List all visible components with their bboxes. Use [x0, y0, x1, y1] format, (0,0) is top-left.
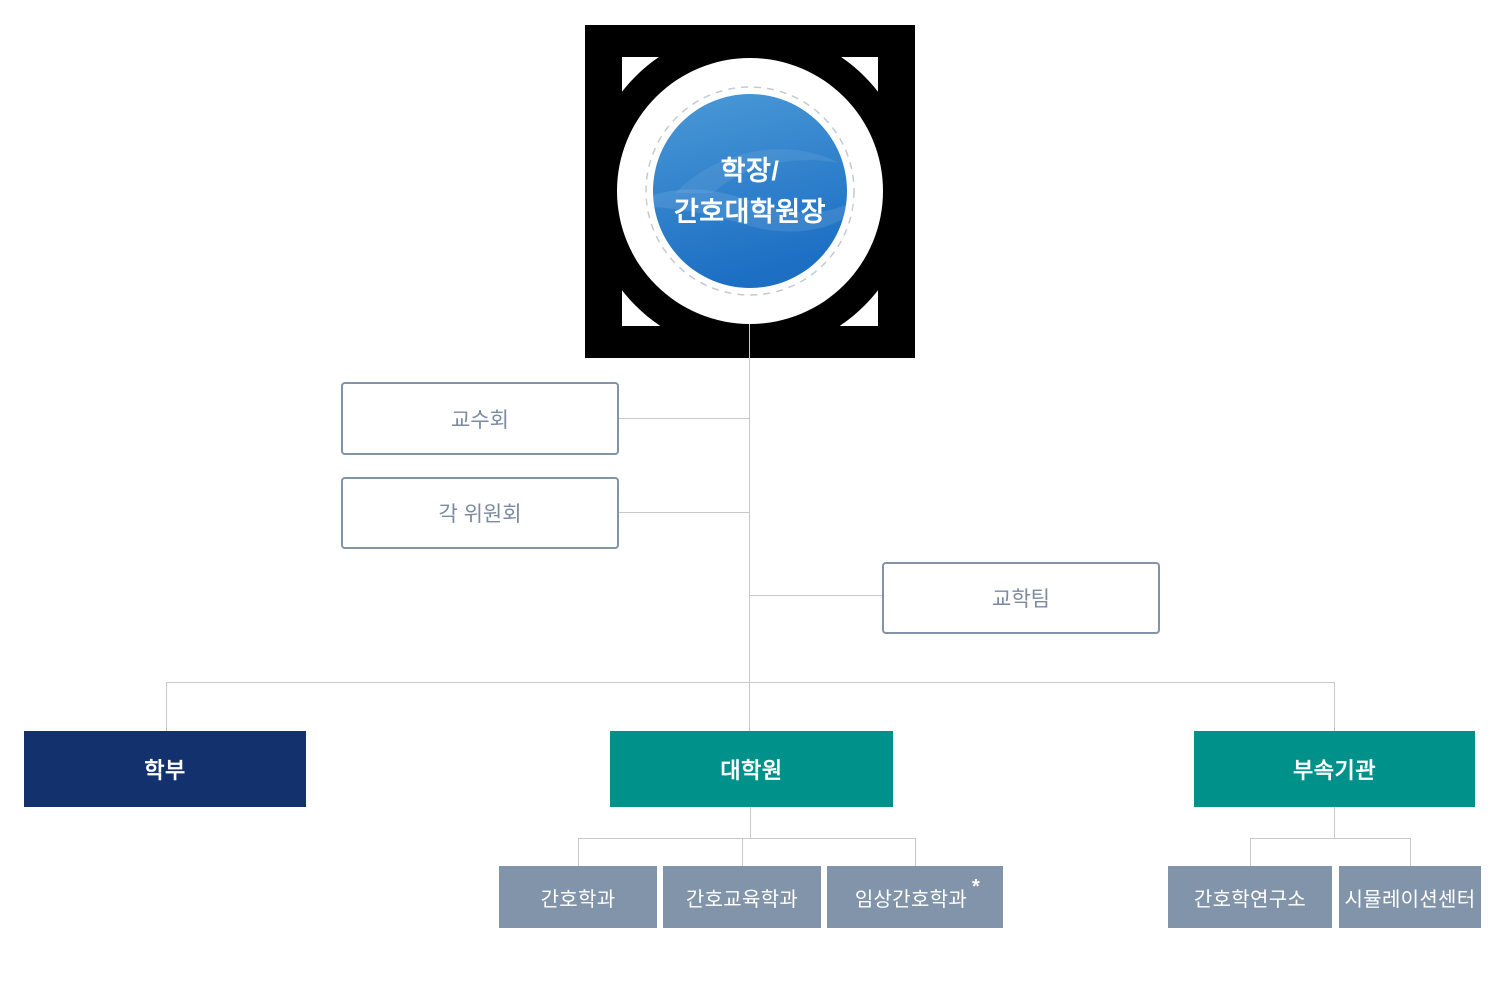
- connector-affiliated-horizontal: [1250, 838, 1410, 839]
- node-dept-nursing: 간호학과: [499, 866, 657, 928]
- connector-drop-affiliated: [1334, 682, 1335, 731]
- node-committees-label: 각 위원회: [438, 503, 522, 526]
- node-academic-team-label: 교학팀: [992, 588, 1050, 611]
- connector-drop-research-institute: [1250, 838, 1251, 866]
- dean-node: 학장/ 간호대학원장: [585, 25, 915, 358]
- node-dept-clinical-nursing-label: 임상간호학과: [854, 888, 968, 911]
- node-undergraduate: 학부: [24, 731, 306, 807]
- connector-drop-simulation-center: [1410, 838, 1411, 866]
- node-committees: 각 위원회: [341, 477, 619, 549]
- node-nursing-research-institute: 간호학연구소: [1168, 866, 1332, 928]
- node-dept-nursing-education-label: 간호교육학과: [685, 888, 799, 911]
- node-nursing-research-institute-label: 간호학연구소: [1193, 888, 1307, 911]
- node-simulation-center: 시뮬레이션센터: [1339, 866, 1481, 928]
- connector-drop-dept-clinical-nursing: [915, 838, 916, 866]
- connector-drop-dept-nursing-education: [742, 838, 743, 866]
- dean-label-line2: 간호대학원장: [673, 196, 827, 227]
- node-affiliated-institutions-label: 부속기관: [1293, 758, 1376, 783]
- connector-graduate-stem: [750, 807, 751, 838]
- node-simulation-center-label: 시뮬레이션센터: [1344, 888, 1476, 911]
- dean-label-line1: 학장/: [720, 155, 780, 186]
- connector-committees: [619, 512, 749, 513]
- node-affiliated-institutions: 부속기관: [1194, 731, 1475, 807]
- connector-affiliated-stem: [1334, 807, 1335, 838]
- node-dept-clinical-nursing: 임상간호학과*: [827, 866, 1003, 928]
- node-dept-nursing-education: 간호교육학과: [663, 866, 821, 928]
- connector-academic-team: [750, 595, 883, 596]
- node-undergraduate-label: 학부: [144, 758, 186, 783]
- node-academic-team: 교학팀: [882, 562, 1160, 634]
- node-graduate-school: 대학원: [610, 731, 893, 807]
- node-graduate-school-label: 대학원: [720, 758, 783, 783]
- dean-emblem-graphic: [585, 25, 915, 358]
- connector-graduate-horizontal: [578, 838, 915, 839]
- node-dept-nursing-label: 간호학과: [540, 888, 616, 911]
- connector-trunk: [749, 324, 750, 731]
- connector-drop-dept-nursing: [578, 838, 579, 866]
- node-faculty-council: 교수회: [341, 382, 619, 455]
- dean-label: 학장/ 간호대학원장: [585, 25, 915, 358]
- connector-drop-undergraduate: [166, 682, 167, 731]
- node-faculty-council-label: 교수회: [451, 408, 509, 432]
- connector-main-horizontal: [166, 682, 1334, 683]
- connector-faculty-council: [619, 418, 749, 419]
